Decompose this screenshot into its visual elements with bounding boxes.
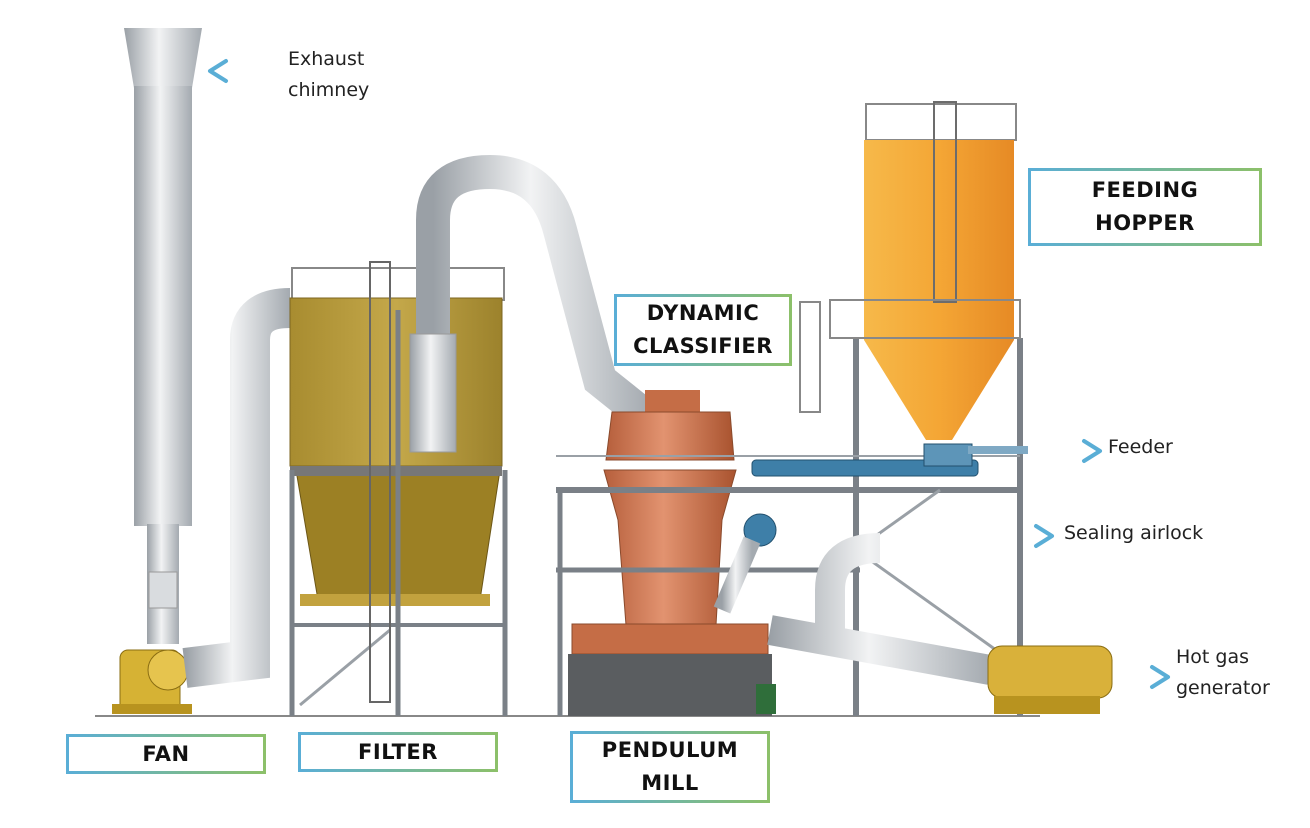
label-feeding-hopper-line1: FEEDING [1091,178,1199,202]
label-sealing-airlock-text: Sealing airlock [1064,522,1204,544]
label-exhaust-chimney-line1: Exhaust [288,48,365,70]
feeder-arrow [1038,439,1102,463]
feeding-hopper-unit [799,101,1021,440]
label-fan-text: FAN [142,741,190,766]
generator-arrow [1126,665,1170,689]
exhaust-chimney [124,28,202,644]
duct-generator-mill [767,533,993,685]
chimney-arrow [208,59,272,83]
airlock [743,513,777,547]
duct-filter-classifier [416,154,661,450]
label-dynamic-classifier: DYNAMIC CLASSIFIER [614,294,792,366]
hot-gas-generator-unit [987,645,1113,714]
label-feeding-hopper-line2: HOPPER [1095,211,1195,235]
label-dynamic-classifier-line2: CLASSIFIER [633,334,773,358]
duct-fan-filter [182,288,291,688]
label-feeder: Feeder [1108,432,1173,463]
label-exhaust-chimney: Exhaust chimney [288,44,369,106]
filter-unit [289,261,508,716]
label-feeder-text: Feeder [1108,436,1173,458]
fan-unit [112,649,192,714]
label-hot-gas-generator-line2: generator [1176,677,1270,699]
label-feeding-hopper: FEEDING HOPPER [1028,168,1262,246]
label-filter-text: FILTER [358,739,438,764]
airlock-arrow [786,524,1054,548]
label-pendulum-mill-line2: MILL [641,771,699,795]
pendulum-mill-unit [568,390,776,716]
label-fan: FAN [66,734,266,774]
feeder-conveyor [751,459,979,477]
label-pendulum-mill: PENDULUM MILL [570,731,770,803]
label-dynamic-classifier-line1: DYNAMIC [646,301,760,325]
label-exhaust-chimney-line2: chimney [288,79,370,101]
label-hot-gas-generator: Hot gas generator [1176,642,1270,704]
label-pendulum-mill-line1: PENDULUM [601,738,739,762]
label-filter: FILTER [298,732,498,772]
label-sealing-airlock: Sealing airlock [1064,518,1203,549]
label-hot-gas-generator-line1: Hot gas [1176,646,1250,668]
